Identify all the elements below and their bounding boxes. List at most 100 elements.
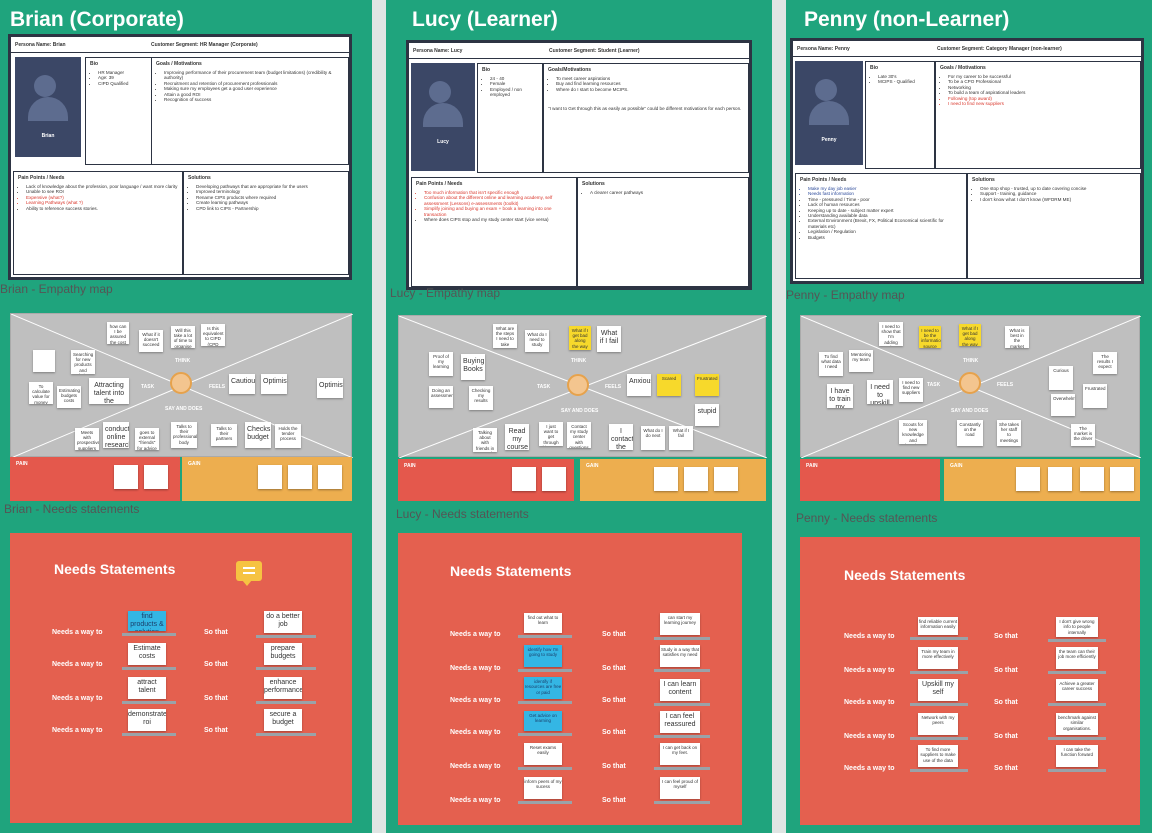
sticky-note[interactable]: I need to show that I'm adding value: [879, 322, 903, 346]
sticky-note-blank[interactable]: [1016, 467, 1040, 491]
sticky-note[interactable]: I need to be the information source: [919, 326, 941, 348]
need-note[interactable]: identify if resources are free or paid: [524, 677, 562, 699]
sticky-note[interactable]: Talking about with friends in my study g…: [473, 428, 497, 452]
sticky-note[interactable]: Talks to their professional body: [171, 422, 197, 448]
sticky-note-blank[interactable]: [542, 467, 566, 491]
outcome-note[interactable]: I can take the function forward: [1056, 745, 1098, 767]
sticky-note[interactable]: Optimistic: [317, 378, 343, 398]
sticky-note[interactable]: What is best in the market: [1005, 326, 1029, 348]
need-note[interactable]: Train my team in more effectively: [918, 647, 958, 669]
sticky-note-blank[interactable]: [1080, 467, 1104, 491]
sticky-note[interactable]: I need to upskill: [867, 380, 893, 404]
sticky-note[interactable]: What if I get bad along the way: [569, 326, 591, 350]
sticky-note-blank[interactable]: [714, 467, 738, 491]
outcome-note[interactable]: I can feel proud of myself: [660, 777, 700, 799]
sticky-note[interactable]: Will this take a lot of time to organise: [171, 326, 195, 348]
sticky-note[interactable]: I contact the call centre: [609, 424, 633, 450]
comment-icon[interactable]: [236, 561, 262, 586]
sticky-note[interactable]: I have to train my team: [827, 384, 853, 408]
outcome-note[interactable]: secure a budget: [264, 709, 302, 731]
brian-persona-card[interactable]: Persona Name: Brian Customer Segment: HR…: [8, 34, 352, 280]
need-note[interactable]: find reliable current information easily: [918, 617, 958, 635]
lucy-needs-board[interactable]: Needs Statements Needs a way to Needs a …: [398, 533, 742, 825]
sticky-note[interactable]: She takes her staff to meetings: [997, 420, 1021, 446]
sticky-note[interactable]: Buying Books: [461, 354, 485, 380]
outcome-note[interactable]: I don't give wrong info to people intern…: [1056, 617, 1098, 637]
brian-needs-board[interactable]: Needs Statements Needs a way to Needs a …: [10, 533, 352, 823]
sticky-note-blank[interactable]: [318, 465, 342, 489]
sticky-note[interactable]: Searching for new products and solutions: [71, 350, 95, 374]
outcome-note[interactable]: benchmark against similar organisations.: [1056, 713, 1098, 735]
sticky-note[interactable]: I just want to get through this stage: [539, 422, 563, 446]
sticky-note[interactable]: Contact my study center with questions: [567, 422, 591, 448]
sticky-note-blank[interactable]: [258, 465, 282, 489]
sticky-note-blank[interactable]: [144, 465, 168, 489]
outcome-note[interactable]: I can get back on my feet.: [660, 743, 700, 765]
need-note[interactable]: To find more suppliers to make use of th…: [918, 745, 958, 767]
sticky-note-blank[interactable]: [1110, 467, 1134, 491]
sticky-note[interactable]: Frustrated: [695, 374, 719, 396]
sticky-note[interactable]: how can I be assured the cost is worth i…: [107, 322, 129, 344]
penny-empathy-map[interactable]: THINK TASK FEELS SAY AND DOES I need to …: [800, 315, 1141, 458]
need-note[interactable]: identify how I'm going to study: [524, 645, 562, 667]
outcome-note[interactable]: I can learn content: [660, 679, 700, 701]
sticky-note[interactable]: Scouts for new knowledge and learning so…: [899, 420, 927, 444]
brian-pain-bar[interactable]: PAIN: [10, 457, 180, 501]
sticky-note[interactable]: Checks budget: [245, 422, 271, 448]
sticky-note-blank[interactable]: [1048, 467, 1072, 491]
lucy-empathy-map[interactable]: THINK TASK FEELS SAY AND DOES What are t…: [398, 315, 767, 458]
need-note[interactable]: Upskill my self: [918, 679, 958, 701]
need-note[interactable]: demonstrate roi: [128, 709, 166, 731]
penny-needs-board[interactable]: Needs Statements Needs a way to Needs a …: [800, 537, 1140, 825]
need-note[interactable]: inform peers of my sucess: [524, 777, 562, 799]
lucy-pain-bar[interactable]: PAIN: [398, 459, 574, 501]
sticky-note[interactable]: Overwhelmed: [1051, 394, 1075, 416]
penny-gain-bar[interactable]: GAIN: [944, 459, 1140, 501]
sticky-note[interactable]: What if I fail: [669, 426, 693, 450]
sticky-note[interactable]: Optimistic: [261, 374, 287, 394]
sticky-note[interactable]: Holds the tender process: [275, 424, 301, 448]
sticky-note[interactable]: Scared: [657, 374, 681, 396]
brian-gain-bar[interactable]: GAIN: [182, 457, 352, 501]
outcome-note[interactable]: enhance performance: [264, 677, 302, 699]
need-note[interactable]: attract talent: [128, 677, 166, 699]
sticky-note[interactable]: Talks to their partners: [211, 424, 237, 446]
outcome-note[interactable]: prepare budgets: [264, 643, 302, 665]
outcome-note[interactable]: do a better job: [264, 611, 302, 633]
outcome-note[interactable]: I can feel reassured: [660, 711, 700, 733]
lucy-persona-card[interactable]: Persona Name: Lucy Customer Segment: Stu…: [406, 40, 752, 290]
sticky-note[interactable]: What if it doesn't succeed: [139, 330, 163, 352]
sticky-note-blank[interactable]: [288, 465, 312, 489]
lucy-gain-bar[interactable]: GAIN: [580, 459, 766, 501]
sticky-note[interactable]: Doing an assessment: [429, 386, 453, 408]
sticky-note[interactable]: Meets with prospective suppliers: [75, 428, 99, 450]
sticky-note-blank[interactable]: [114, 465, 138, 489]
sticky-note[interactable]: Frustrated: [1083, 384, 1107, 408]
sticky-note[interactable]: To calculate value for money: [29, 382, 53, 404]
sticky-note[interactable]: Checking my results: [469, 386, 493, 410]
sticky-note[interactable]: What if I get bad along the way: [959, 324, 981, 346]
sticky-note[interactable]: To find what data I need: [819, 352, 843, 376]
outcome-note[interactable]: Achieve a greater career success: [1056, 679, 1098, 701]
sticky-note[interactable]: What do I do next: [641, 426, 665, 450]
need-note[interactable]: find products & solution: [128, 611, 166, 631]
need-note[interactable]: Estimate costs: [128, 643, 166, 665]
sticky-note[interactable]: conducts online research: [103, 422, 129, 448]
penny-persona-card[interactable]: Persona Name: Penny Customer Segment: Ca…: [790, 38, 1144, 284]
sticky-note[interactable]: Constantly on the road: [957, 420, 983, 446]
sticky-note[interactable]: I need to find new suppliers: [899, 378, 923, 402]
sticky-note[interactable]: What if I fail: [597, 326, 621, 352]
outcome-note[interactable]: the team can their job more efficiently: [1056, 647, 1098, 669]
sticky-note[interactable]: Curious: [1049, 366, 1073, 390]
sticky-note[interactable]: What are the steps I need to take: [493, 324, 517, 348]
outcome-note[interactable]: Study in a way that satisfies my need: [660, 645, 700, 667]
sticky-note[interactable]: Is this equivalent to CIPD (CPD points): [201, 324, 225, 346]
sticky-note[interactable]: Read my course book: [505, 424, 529, 450]
need-note[interactable]: find out what to learn: [524, 613, 562, 633]
sticky-note[interactable]: Anxious: [627, 374, 651, 396]
sticky-note[interactable]: The market is the driver: [1071, 424, 1095, 446]
sticky-note-blank[interactable]: [654, 467, 678, 491]
outcome-note[interactable]: can start my learning journey: [660, 613, 700, 635]
need-note[interactable]: Get advice on learning: [524, 711, 562, 731]
